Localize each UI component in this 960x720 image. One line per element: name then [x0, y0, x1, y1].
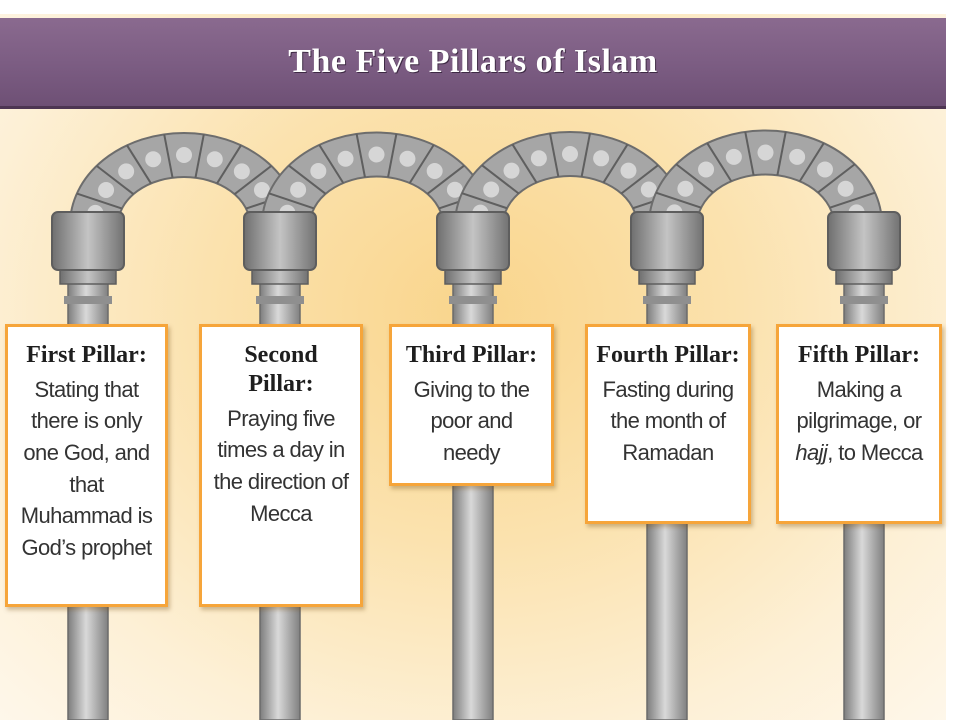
pillar-description: Stating that there is only one God, and … [20, 376, 153, 561]
stone-arch [647, 129, 884, 226]
pillar-description: Making a pilgrimage, or hajj, to Mecca [787, 374, 931, 469]
pillar-heading: Fifth Pillar: [798, 342, 920, 368]
pillar-card-fifth: Fifth Pillar: Making a pilgrimage, or ha… [776, 324, 942, 524]
pillar-description: Praying five times a day in the directio… [213, 405, 349, 526]
page-title: The Five Pillars of Islam [288, 43, 658, 80]
pillar-description: Giving to the poor and needy [413, 376, 530, 466]
pillar-heading: Second Pillar: [244, 342, 318, 397]
pillar-description: Fasting during the month of Ramadan [602, 376, 734, 466]
title-banner [0, 18, 946, 106]
pillar-card-fourth: Fourth Pillar: Fasting during the month … [585, 324, 751, 524]
pillar-description-start: Making a pilgrimage, or [796, 376, 922, 434]
pillar-card-second: Second Pillar: Praying five times a day … [199, 324, 363, 607]
pillar-description-term: hajj [795, 440, 828, 466]
pillar-heading: First Pillar: [26, 342, 147, 368]
pillar-card-third: Third Pillar: Giving to the poor and nee… [389, 324, 554, 486]
pillar-heading: Third Pillar: [405, 342, 538, 368]
pillar-card-first: First Pillar: Stating that there is only… [5, 324, 168, 607]
pillar-description-end: , to Mecca [827, 440, 923, 466]
pillar-heading: Fourth Pillar: [596, 342, 740, 368]
arches [68, 129, 884, 226]
